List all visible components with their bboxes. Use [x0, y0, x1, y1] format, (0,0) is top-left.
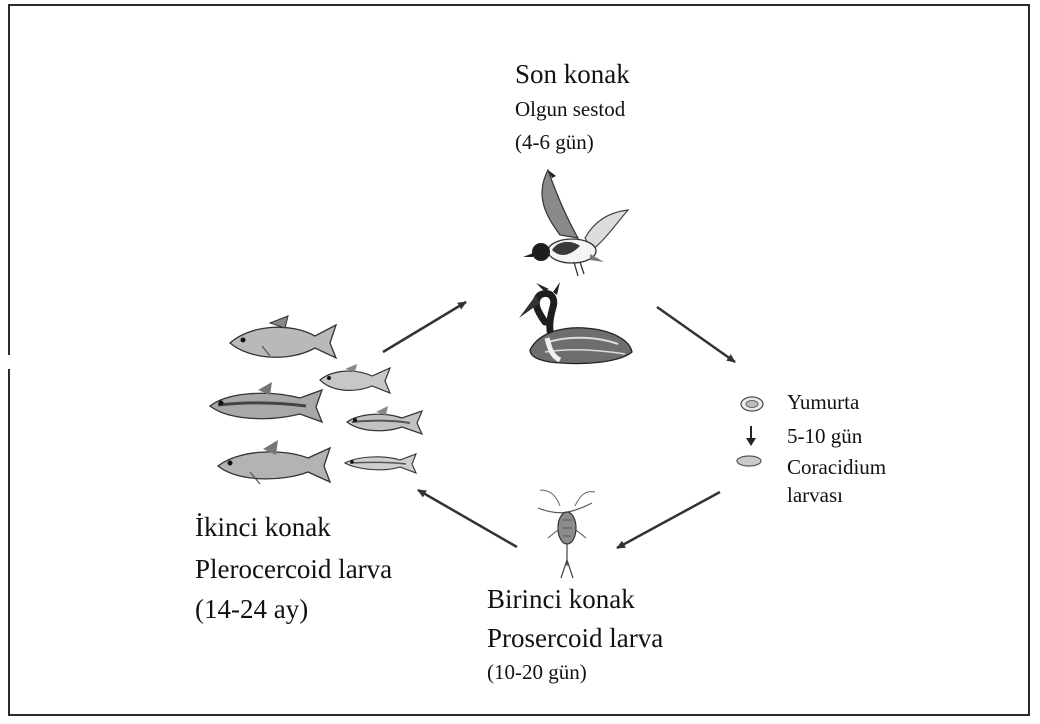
grebe-icon	[519, 282, 632, 364]
fish-group-icon	[210, 316, 422, 484]
coracidium-label-line2: larvası	[787, 483, 843, 508]
arrow-birds-to-egg	[657, 307, 735, 362]
second-host-duration: (14-24 ay)	[195, 593, 308, 625]
egg-duration: 5-10 gün	[787, 424, 862, 449]
fish-icon	[347, 406, 422, 434]
coracidium-label: Coracidium	[787, 455, 886, 480]
fish-icon	[210, 382, 322, 422]
copepod-icon	[538, 490, 595, 578]
arrow-fish-to-birds	[383, 302, 466, 352]
fish-icon	[345, 454, 416, 473]
gull-icon	[523, 170, 628, 276]
arrow-egg-to-copepod	[617, 492, 720, 548]
first-host-duration: (10-20 gün)	[487, 660, 587, 685]
first-host-title: Birinci konak	[487, 583, 635, 615]
egg-label: Yumurta	[787, 390, 859, 415]
second-host-stage: Plerocercoid larva	[195, 553, 392, 585]
first-host-stage: Prosercoid larva	[487, 622, 663, 654]
down-arrow-icon	[746, 426, 756, 446]
fish-icon	[230, 316, 336, 358]
second-host-title: İkinci konak	[195, 511, 331, 543]
final-host-stage: Olgun sestod	[515, 97, 625, 122]
final-host-title: Son konak	[515, 58, 630, 90]
egg-icon	[741, 397, 763, 411]
coracidium-larva-icon	[737, 456, 761, 466]
arrow-copepod-to-fish	[418, 490, 517, 547]
fish-icon	[320, 364, 390, 393]
final-host-duration: (4-6 gün)	[515, 130, 594, 155]
fish-icon	[218, 440, 330, 484]
